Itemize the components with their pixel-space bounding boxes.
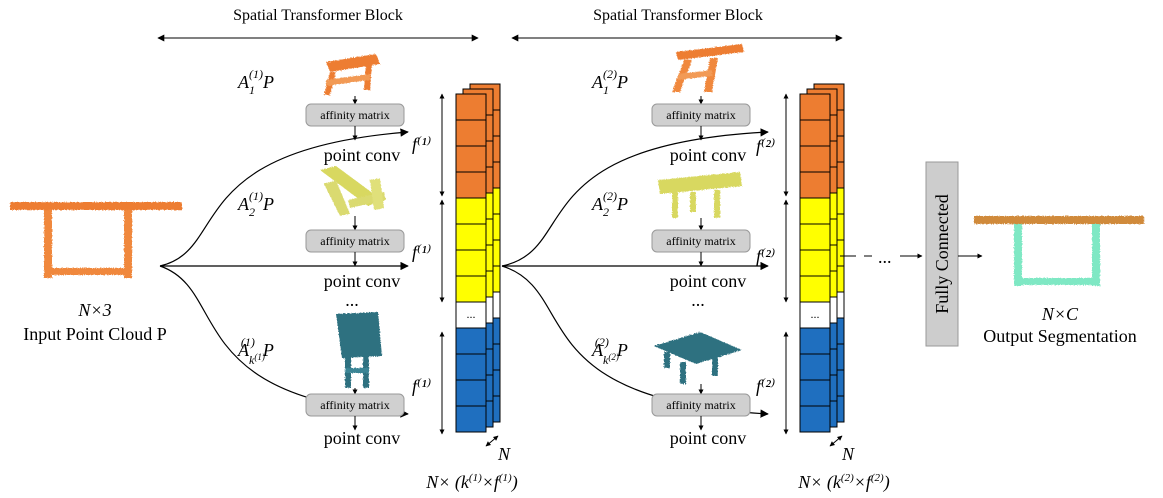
- feature-label: f⁽¹⁾: [412, 242, 431, 262]
- point-conv-label: point conv: [670, 428, 747, 448]
- stack-cell: [455, 171, 487, 199]
- output-dims: N×C: [1041, 304, 1079, 324]
- ellipsis: ...: [345, 290, 359, 310]
- stack-cell: [455, 327, 487, 355]
- stack-caption-1: N× (k(1)×f(1)): [425, 472, 517, 493]
- input-dims: N×3: [77, 300, 111, 320]
- feature-stack-1: ...: [455, 83, 501, 433]
- depth-label: N: [497, 444, 511, 464]
- feature-label: f⁽²⁾: [756, 376, 775, 396]
- block-title-text: Spatial Transformer Block: [233, 7, 403, 24]
- transform-label-1-2: A2(1)P: [237, 189, 274, 219]
- stack-cell: [455, 405, 487, 433]
- stack-cell: [799, 197, 831, 225]
- stack-cell: [455, 379, 487, 407]
- stack-cell: [799, 379, 831, 407]
- feature-label: f⁽²⁾: [756, 136, 775, 156]
- depth-label: N: [841, 444, 855, 464]
- stack-cell: [799, 145, 831, 173]
- block-title-1: Spatial Transformer Block: [157, 7, 479, 42]
- ellipsis: ...: [691, 290, 705, 310]
- affinity-group-1: affinity matrix point conv affinity matr…: [305, 96, 405, 448]
- affinity-label: affinity matrix: [320, 108, 389, 122]
- dashed-connector: ...: [840, 247, 923, 267]
- point-conv-label: point conv: [324, 271, 401, 291]
- stack-cell: [799, 405, 831, 433]
- feature-stack-2: ...: [799, 83, 845, 433]
- stack-ellipsis: ...: [467, 307, 476, 321]
- shape-2-2: [658, 172, 742, 218]
- depth-indicator-1: N: [485, 435, 511, 464]
- stack-cell: [799, 119, 831, 147]
- stack-cell: [455, 301, 487, 329]
- shape-2-1: [672, 44, 744, 92]
- fully-connected-label: Fully Connected: [932, 194, 952, 314]
- stack-cell: [455, 119, 487, 147]
- transform-label-2-3: Ak(2)(2)P: [591, 335, 628, 367]
- stack-ellipsis: ...: [811, 307, 820, 321]
- input-point-cloud: [10, 202, 182, 278]
- block-title-2: Spatial Transformer Block: [511, 7, 843, 42]
- fully-connected-box: Fully Connected: [925, 161, 959, 347]
- point-conv-label: point conv: [670, 145, 747, 165]
- point-conv-label: point conv: [324, 145, 401, 165]
- input-caption: Input Point Cloud P: [23, 324, 167, 344]
- output-point-cloud: [974, 216, 1144, 286]
- shape-1-2: [320, 166, 386, 216]
- stack-cell: [799, 275, 831, 303]
- stack-cell: [455, 93, 487, 121]
- transform-label-2-2: A2(2)P: [591, 189, 628, 219]
- ellipsis: ...: [878, 247, 892, 267]
- feature-label: f⁽¹⁾: [412, 134, 431, 154]
- affinity-group-2: affinity matrix point conv affinity matr…: [651, 96, 751, 448]
- stack-cell: [455, 249, 487, 277]
- stack-cell: [799, 171, 831, 199]
- stack-cell: [799, 327, 831, 355]
- stack-cell: [455, 145, 487, 173]
- shape-1-3: [336, 312, 382, 388]
- feature-label: f⁽¹⁾: [412, 376, 431, 396]
- point-conv-label: point conv: [324, 428, 401, 448]
- affinity-label: affinity matrix: [666, 398, 735, 412]
- stack-cell: [799, 353, 831, 381]
- affinity-label: affinity matrix: [666, 108, 735, 122]
- point-conv-label: point conv: [670, 271, 747, 291]
- affinity-label: affinity matrix: [320, 398, 389, 412]
- stack-cell: [799, 223, 831, 251]
- stack-cell: [799, 93, 831, 121]
- feature-dims-2: f⁽²⁾ f⁽²⁾ f⁽²⁾: [756, 93, 789, 435]
- feature-dims-1: f⁽¹⁾ f⁽¹⁾ f⁽¹⁾: [412, 93, 445, 435]
- depth-indicator-2: N: [829, 435, 855, 464]
- block-title-text: Spatial Transformer Block: [593, 7, 763, 24]
- stack-cell: [455, 197, 487, 225]
- stack-caption-2: N× (k(2)×f(2)): [797, 472, 889, 493]
- transform-label-2-1: A1(2)P: [591, 67, 628, 97]
- affinity-label: affinity matrix: [320, 234, 389, 248]
- shape-2-3: [654, 332, 742, 384]
- transform-label-1-1: A1(1)P: [237, 67, 274, 97]
- feature-label: f⁽²⁾: [756, 246, 775, 266]
- stack-cell: [455, 275, 487, 303]
- stack-cell: [455, 223, 487, 251]
- affinity-label: affinity matrix: [666, 234, 735, 248]
- stack-cell: [455, 353, 487, 381]
- shape-1-1: [324, 54, 380, 95]
- stack-cell: [799, 249, 831, 277]
- output-caption: Output Segmentation: [983, 326, 1136, 346]
